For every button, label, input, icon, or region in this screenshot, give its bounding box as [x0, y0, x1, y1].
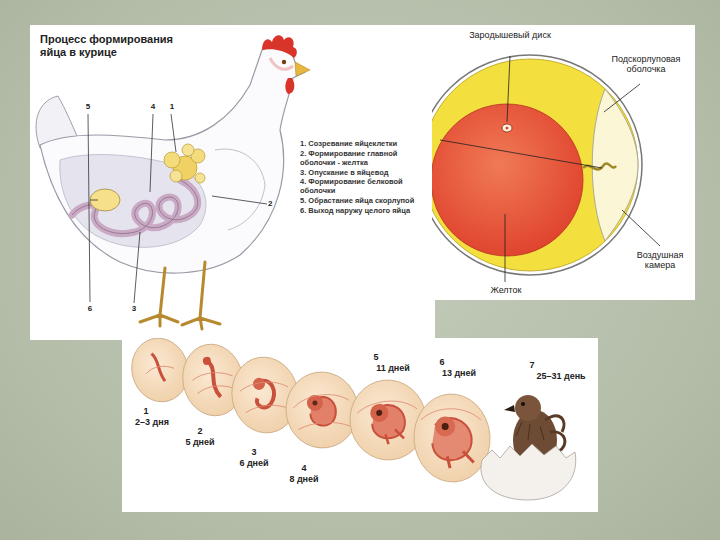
- chalaza: [583, 163, 616, 169]
- step-text: 4. Формирование белковой оболочки: [300, 178, 424, 196]
- part-label: Воздушная камера: [628, 250, 692, 271]
- callout-number: 3: [126, 304, 142, 313]
- egg-shell: [481, 444, 576, 500]
- step-text: 1. Созревание яйцеклетки: [300, 140, 424, 149]
- callout-number: 4: [145, 102, 161, 111]
- step-text: 3. Опускание в яйцевод: [300, 169, 424, 178]
- wattle: [285, 78, 294, 94]
- step-list: 1. Созревание яйцеклетки2. Формирование …: [300, 140, 424, 216]
- stage-days: 5 дней: [176, 437, 224, 447]
- hen-body: [40, 46, 305, 273]
- beak: [295, 62, 310, 76]
- leader-lines: [440, 56, 660, 282]
- callout-number: 2: [268, 199, 282, 208]
- stage-days: 25–31 день: [530, 371, 592, 381]
- forming-egg: [90, 189, 120, 211]
- callout-number: 6: [82, 304, 98, 313]
- stage-days: 2–3 дня: [128, 417, 176, 427]
- stage-days: 8 дней: [280, 474, 328, 484]
- face-skin: [270, 58, 293, 69]
- stage-number: 3: [244, 447, 264, 457]
- stage-days: 13 дней: [434, 368, 484, 378]
- oviduct: [72, 180, 198, 234]
- chick-head: [515, 395, 541, 421]
- germinal-disc: [502, 124, 512, 132]
- panel-title: Процесс формирования яйца в курице: [40, 33, 190, 58]
- stage-number: 6: [432, 357, 452, 367]
- stage-number: 2: [190, 426, 210, 436]
- step-text: 5. Обрастание яйца скорлупой: [300, 197, 424, 206]
- callout-number: 1: [164, 102, 180, 111]
- step-text: 2. Формирование главной оболочки - желтк…: [300, 150, 424, 168]
- callout-number: 5: [80, 102, 96, 111]
- stage-number: 1: [136, 406, 156, 416]
- stage-number: 5: [366, 352, 386, 362]
- hen-panel: [30, 25, 435, 340]
- stage-number: 7: [522, 360, 542, 370]
- step-text: 6. Выход наружу целого яйца: [300, 207, 424, 216]
- part-label: Желток: [478, 285, 534, 295]
- part-label: Подскорлуповая оболочка: [598, 54, 694, 75]
- oviduct-line: [72, 180, 198, 234]
- panel-ground: [30, 25, 435, 340]
- inner-cavity: [60, 155, 206, 248]
- panel-ground: [122, 338, 598, 512]
- shell: [432, 55, 642, 275]
- embryo-panel: [122, 332, 598, 512]
- comb: [262, 35, 297, 58]
- eye: [282, 60, 286, 64]
- part-label: Зародышевый диск: [460, 30, 560, 40]
- albumen: [432, 59, 638, 271]
- ovary: [164, 144, 205, 183]
- leader-lines: [88, 114, 267, 303]
- wing-line: [215, 149, 265, 230]
- stage-days: 6 дней: [230, 458, 278, 468]
- yolk: [432, 104, 583, 256]
- stage-days: 11 дней: [368, 363, 418, 373]
- hatching-chick: [481, 395, 576, 500]
- legs: [140, 262, 220, 329]
- stage-number: 4: [294, 463, 314, 473]
- egg-section-panel: [418, 25, 695, 300]
